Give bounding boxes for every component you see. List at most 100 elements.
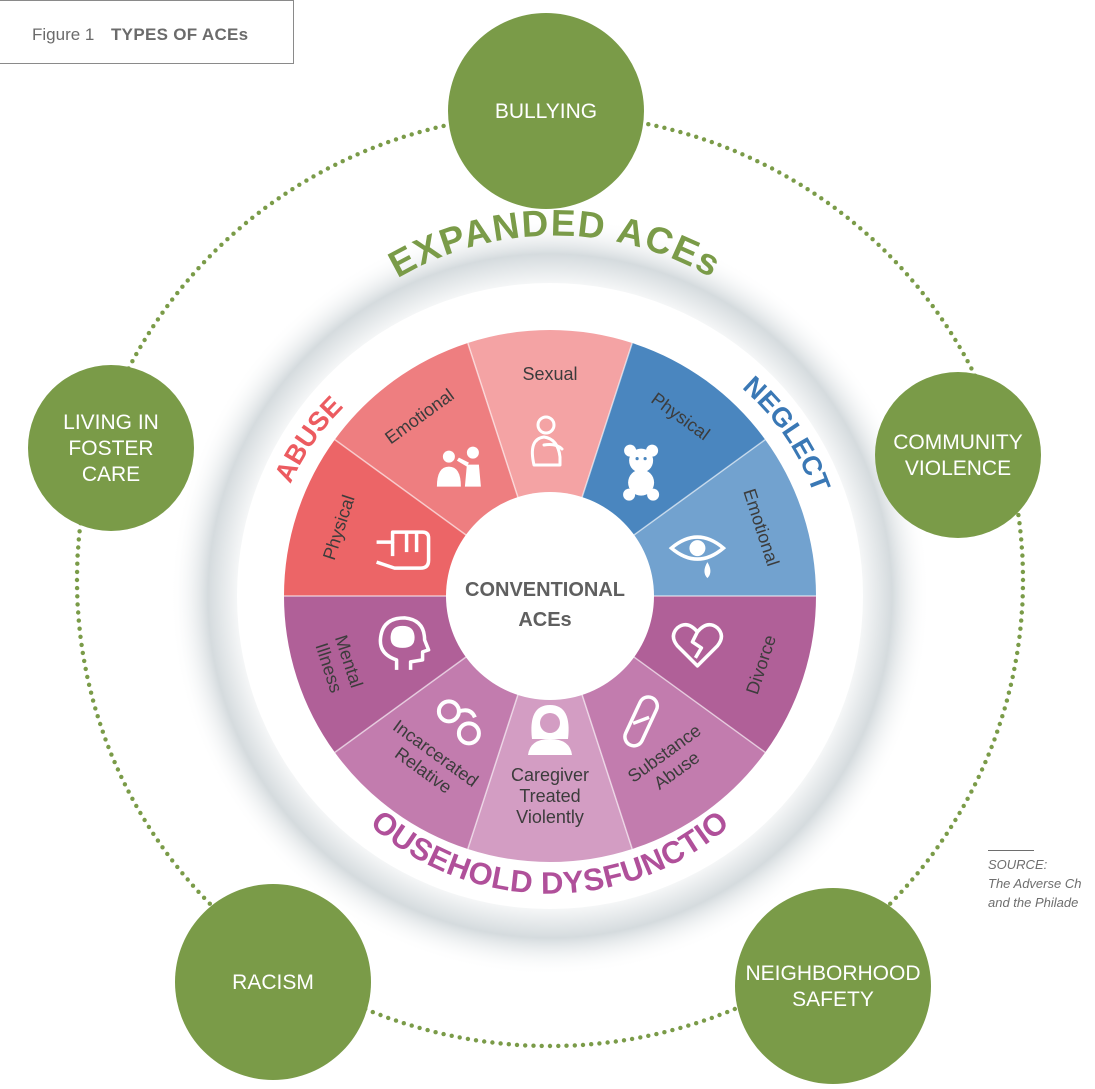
orbit-dot xyxy=(207,254,212,259)
orbit-dot xyxy=(86,682,92,687)
orbit-dot xyxy=(1016,512,1021,518)
orbit-dot xyxy=(997,721,1002,727)
orbit-dot xyxy=(944,831,949,836)
orbit-dot xyxy=(832,205,837,210)
orbit-dot xyxy=(155,838,161,843)
orbit-dot xyxy=(662,1030,667,1035)
orbit-dot xyxy=(1017,634,1022,639)
orbit-dot xyxy=(74,577,80,583)
orbit-dot xyxy=(225,237,230,242)
orbit-dot xyxy=(185,877,190,882)
orbit-dot xyxy=(237,226,242,231)
orbit-dot xyxy=(740,152,745,157)
orbit-dot xyxy=(75,602,80,607)
orbit-dot xyxy=(155,317,161,322)
orbit-dot xyxy=(1002,706,1007,711)
segment-emotional-abuse xyxy=(334,343,520,538)
segment-physical-abuse xyxy=(284,439,470,596)
segment-divorce xyxy=(630,596,816,753)
orbit-dot xyxy=(83,666,88,672)
orbit-dot xyxy=(762,162,767,167)
orbit-dot xyxy=(311,174,316,179)
orbit-dot xyxy=(935,310,940,315)
orbit-dot xyxy=(146,824,152,830)
orbit-dot xyxy=(976,774,981,780)
orbit-dot xyxy=(1020,602,1025,607)
orbit-dot xyxy=(514,1042,520,1048)
orbit-dot xyxy=(893,260,899,265)
pill-icon xyxy=(623,695,660,748)
orbit-dot xyxy=(126,789,131,794)
orbit-dot xyxy=(1019,618,1024,623)
orbit-dot xyxy=(1010,674,1015,680)
orbit-dot xyxy=(325,166,331,171)
orbit-dot xyxy=(78,634,83,639)
center-title-line2: ACEs xyxy=(518,609,571,631)
orbit-dot xyxy=(983,759,988,765)
orbit-dot xyxy=(75,561,80,566)
orbit-dot xyxy=(151,324,156,329)
orbit-dot xyxy=(138,344,143,350)
orbit-dot xyxy=(1000,714,1005,719)
orbit-dot xyxy=(904,272,910,277)
orbit-dot xyxy=(1020,569,1026,575)
orbit-dot xyxy=(304,178,309,183)
orbit-dot xyxy=(74,569,80,575)
head-brain-icon xyxy=(378,616,431,670)
orbit-dot xyxy=(103,737,108,742)
orbit-dot xyxy=(109,752,114,757)
orbit-dot xyxy=(747,155,753,160)
orbit-dot xyxy=(686,132,691,137)
orbit-dot xyxy=(589,1042,594,1047)
orbit-dot xyxy=(523,1043,528,1048)
orbit-dot xyxy=(953,337,958,343)
orbit-dot xyxy=(98,721,103,727)
orbit-dot xyxy=(76,618,82,623)
orbit-dot xyxy=(82,658,87,664)
orbit-dot xyxy=(899,266,904,271)
orbit-dot xyxy=(920,290,925,296)
orbit-dot xyxy=(190,883,196,888)
orbit-dot xyxy=(433,125,438,130)
orbit-dot xyxy=(138,810,143,816)
orbit-dot xyxy=(930,851,935,857)
orbit-dot xyxy=(506,1042,511,1047)
orbit-dot xyxy=(694,1021,699,1026)
orbit-dot xyxy=(122,782,128,787)
orbit-dot xyxy=(953,817,958,823)
orbit-dot xyxy=(409,132,414,137)
segment-divider xyxy=(334,439,470,538)
orbit-dot xyxy=(701,137,707,142)
orbit-dot xyxy=(269,200,275,206)
orbit-dot xyxy=(531,1043,536,1048)
orbit-dot xyxy=(425,127,430,133)
segment-divider xyxy=(334,654,470,753)
orbit-dot xyxy=(207,901,212,906)
orbit-dot xyxy=(77,626,82,631)
orbit-dot xyxy=(95,714,100,719)
orbit-dot xyxy=(119,774,124,780)
teddy-bear-icon xyxy=(623,444,660,501)
orbit-dot xyxy=(283,191,288,196)
orbit-dot xyxy=(678,129,683,135)
orbit-dot xyxy=(556,1043,561,1049)
orbit-dot xyxy=(969,366,974,371)
orbit-dot xyxy=(355,152,360,157)
source-line2: and the Philade xyxy=(988,895,1079,910)
center-title-line1: CONVENTIONAL xyxy=(465,579,625,601)
orbit-dot xyxy=(961,803,966,809)
orbit-dot xyxy=(597,1041,602,1046)
orbit-dot xyxy=(547,1043,553,1049)
orbit-dot xyxy=(888,254,893,259)
figure-title: TYPES OF ACEs xyxy=(111,25,249,44)
source-rule xyxy=(988,850,1034,851)
curled-up-child-icon xyxy=(530,415,564,467)
orbit-dot xyxy=(370,145,375,151)
orbit-dot xyxy=(425,1027,430,1033)
segment-divider xyxy=(580,342,633,502)
orbit-dot xyxy=(160,845,165,850)
orbit-dot xyxy=(185,278,190,283)
orbit-dot xyxy=(142,817,147,823)
orbit-dot xyxy=(539,1043,544,1049)
